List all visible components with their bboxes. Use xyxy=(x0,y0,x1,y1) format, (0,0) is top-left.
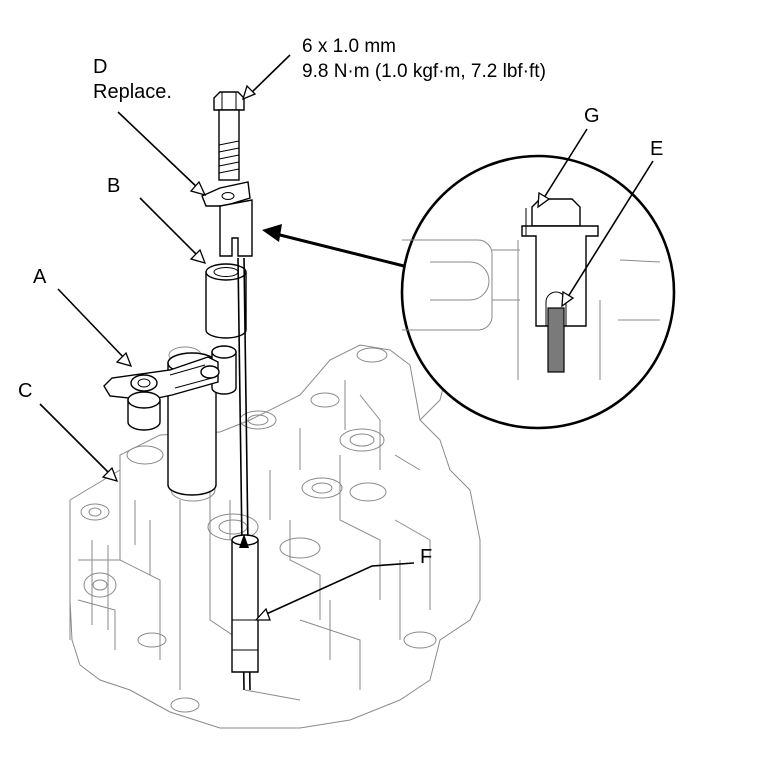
leader-arrow-spec xyxy=(241,54,291,101)
label-a: A xyxy=(33,266,47,288)
bolt-size-spec: 6 x 1.0 mm xyxy=(302,36,396,57)
leader-arrow-c xyxy=(39,403,119,482)
label-e: E xyxy=(650,138,663,160)
label-f: F xyxy=(420,546,432,568)
detail-pointer-arrow xyxy=(262,224,405,268)
leader-arrow-g xyxy=(537,128,588,209)
shift-lever xyxy=(103,356,220,431)
leader-arrow-f xyxy=(254,562,415,621)
leader-arrow-a xyxy=(57,288,133,367)
detail-inset xyxy=(400,154,676,430)
lock-bracket xyxy=(201,181,253,257)
label-c: C xyxy=(18,380,32,402)
bolt-torque-spec: 9.8 N·m (1.0 kgf·m, 7.2 lbf·ft) xyxy=(302,61,546,82)
label-d: D xyxy=(93,56,107,78)
leader-arrow-b xyxy=(139,197,207,264)
valve-body-housing xyxy=(69,344,481,729)
manual-valve-shaft xyxy=(231,257,259,691)
label-b: B xyxy=(107,175,120,197)
bolt xyxy=(213,91,245,181)
label-d-note: Replace. xyxy=(93,81,172,103)
label-g: G xyxy=(584,105,600,127)
sleeve-bushing xyxy=(205,263,247,339)
leader-arrow-e xyxy=(561,160,654,308)
leader-arrow-d xyxy=(117,111,207,197)
